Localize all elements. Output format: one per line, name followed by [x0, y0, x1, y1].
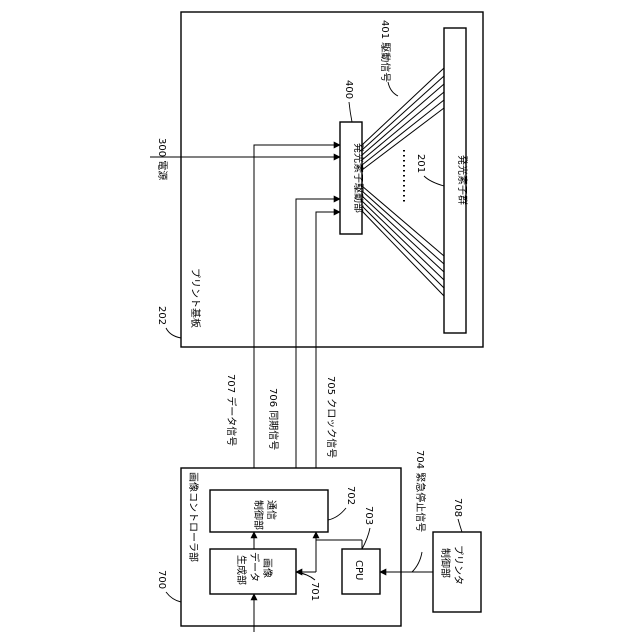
driver-ref-label: 400: [343, 80, 354, 99]
communication-control-label-line1: 通信: [265, 500, 277, 520]
communication-control-ref-label: 702: [345, 486, 356, 505]
print-board-ref-label: 202: [156, 306, 167, 325]
image-controller-label: 画像コントローラ部: [187, 472, 200, 562]
clock-signal-label: 705 クロック信号: [325, 376, 337, 458]
printer-control-label-line1: プリンタ: [452, 545, 464, 585]
image-controller-ref-leader: [166, 592, 181, 602]
emergency-stop-leader: [412, 552, 422, 572]
cpu-label: CPU: [353, 560, 364, 580]
image-controller-ref-label: 700: [156, 570, 167, 589]
print-board-label: プリント基板: [189, 268, 202, 328]
sync-signal-label: 706 同期信号: [267, 388, 279, 450]
print-board-frame: [181, 12, 483, 347]
print-board-ref-leader: [166, 328, 181, 338]
image-data-generation-label-line1: 画像: [261, 558, 273, 578]
light-emitting-element-group-label: 発光素子群: [456, 155, 469, 205]
cpu-ref-label: 703: [363, 506, 374, 525]
drive-signal-label: 401 駆動信号: [379, 20, 392, 82]
image-data-generation-label-line2: データ: [248, 552, 261, 582]
printer-control-label-line2: 制御部: [439, 548, 452, 578]
communication-control-label-line2: 制御部: [252, 500, 265, 530]
image-data-generation-ref-label: 701: [309, 582, 320, 601]
printer-control-ref-label: 708: [452, 498, 463, 517]
power-label: 300 電源: [156, 138, 169, 180]
printer-control-ref-leader: [458, 519, 462, 532]
image-data-generation-label-line3: 生成部: [235, 555, 248, 585]
emergency-stop-label: 704 緊急停止信号: [414, 450, 427, 532]
element-group-ref-label: 201: [415, 154, 426, 173]
data-signal-label: 707 データ信号: [225, 374, 238, 446]
